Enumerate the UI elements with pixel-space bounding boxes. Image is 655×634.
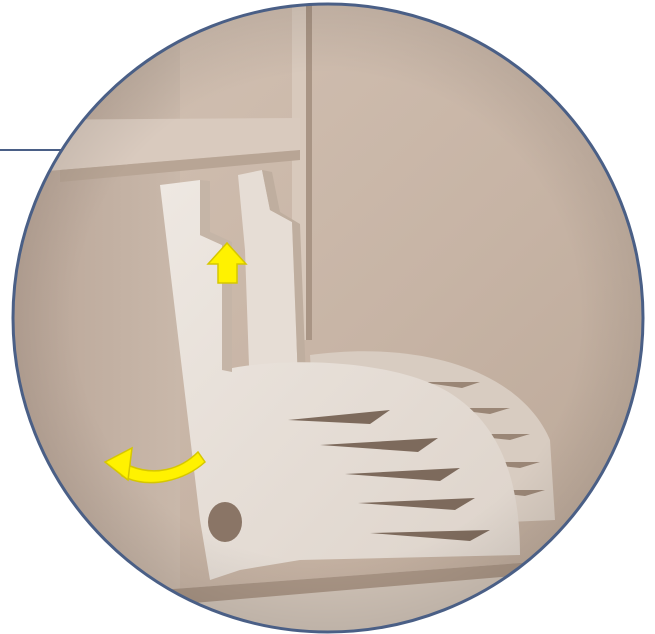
figure-stage [0,0,655,634]
detail-illustration [0,0,655,634]
magnified-view [0,0,655,634]
